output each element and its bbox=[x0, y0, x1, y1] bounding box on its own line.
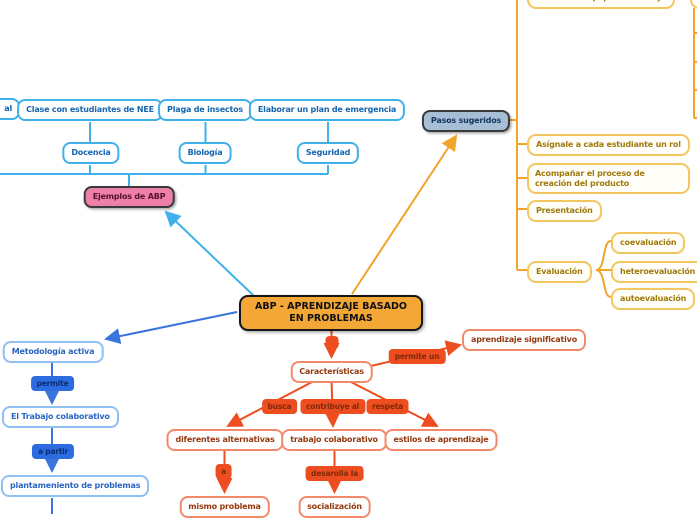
node-conformar-equipos[interactable]: Conformar equipos de trabajo bbox=[527, 0, 675, 9]
node-plaga-de-insectos[interactable]: Plaga de insectos bbox=[158, 99, 252, 121]
node-ejemplos-de-abp[interactable]: Ejemplos de ABP bbox=[83, 186, 175, 208]
gold-branch-lines bbox=[351, 0, 697, 298]
node-trabajo-colaborativo[interactable]: trabajo colaborativo bbox=[281, 429, 387, 451]
node-pasos-sugeridos[interactable]: Pasos sugeridos bbox=[421, 110, 511, 132]
node-heteroevaluacion[interactable]: heteroevaluación bbox=[611, 261, 697, 283]
node-diferentes-alternativas[interactable]: diferentes alternativas bbox=[166, 429, 284, 451]
edge-label-contribuye-al[interactable]: contribuye al bbox=[299, 399, 366, 414]
node-el-trabajo-colaborativo[interactable]: El Trabajo colaborativo bbox=[2, 406, 119, 428]
node-docencia[interactable]: Docencia bbox=[62, 142, 120, 164]
node-presentacion[interactable]: Presentación bbox=[527, 200, 602, 222]
node-coevaluacion[interactable]: coevaluación bbox=[611, 232, 686, 254]
node-socializacion[interactable]: socialización bbox=[298, 496, 371, 518]
node-biologia[interactable]: Biología bbox=[178, 142, 232, 164]
edge-label-permite-un[interactable]: permite un bbox=[388, 349, 446, 364]
node-plan-de-emergencia[interactable]: Elaborar un plan de emergencia bbox=[248, 99, 406, 121]
empty-topic-node[interactable] bbox=[325, 336, 338, 349]
node-evaluacion[interactable]: Evaluación bbox=[527, 261, 592, 283]
node-aprendizaje-significativo[interactable]: aprendizaje significativo bbox=[462, 329, 586, 351]
edge-label-busca[interactable]: busca bbox=[261, 399, 298, 414]
edge-label-respeta[interactable]: respeta bbox=[366, 399, 409, 414]
edge-label-permite[interactable]: permite bbox=[30, 376, 75, 391]
node-plantameniento-problemas[interactable]: plantameniento de problemas bbox=[1, 475, 150, 497]
node-autoevaluacion[interactable]: autoevaluación bbox=[611, 288, 696, 310]
node-abp-central-topic[interactable]: ABP - APRENDIZAJE BASADO EN PROBLEMAS bbox=[239, 295, 423, 331]
node-caracteristicas[interactable]: Características bbox=[290, 361, 373, 383]
node-clase-con-estudiantes-nee[interactable]: Clase con estudiantes de NEE bbox=[17, 99, 163, 121]
node-asignale-rol[interactable]: Asígnale a cada estudiante un rol bbox=[527, 134, 690, 156]
node-seguridad[interactable]: Seguridad bbox=[296, 142, 360, 164]
edge-label-a[interactable]: a bbox=[215, 464, 232, 479]
edge-label-a-partir[interactable]: a partir bbox=[31, 444, 75, 459]
node-estilos-de-aprendizaje[interactable]: estilos de aprendizaje bbox=[384, 429, 498, 451]
node-mismo-problema[interactable]: mismo problema bbox=[179, 496, 270, 518]
node-acompanar-proceso[interactable]: Acompañar el proceso de creación del pro… bbox=[527, 163, 690, 195]
edge-label-desarolla-la[interactable]: desarolla la bbox=[305, 466, 364, 481]
cyan-branch-lines bbox=[0, 122, 329, 297]
node-metodologia-activa[interactable]: Metodología activa bbox=[2, 341, 104, 363]
